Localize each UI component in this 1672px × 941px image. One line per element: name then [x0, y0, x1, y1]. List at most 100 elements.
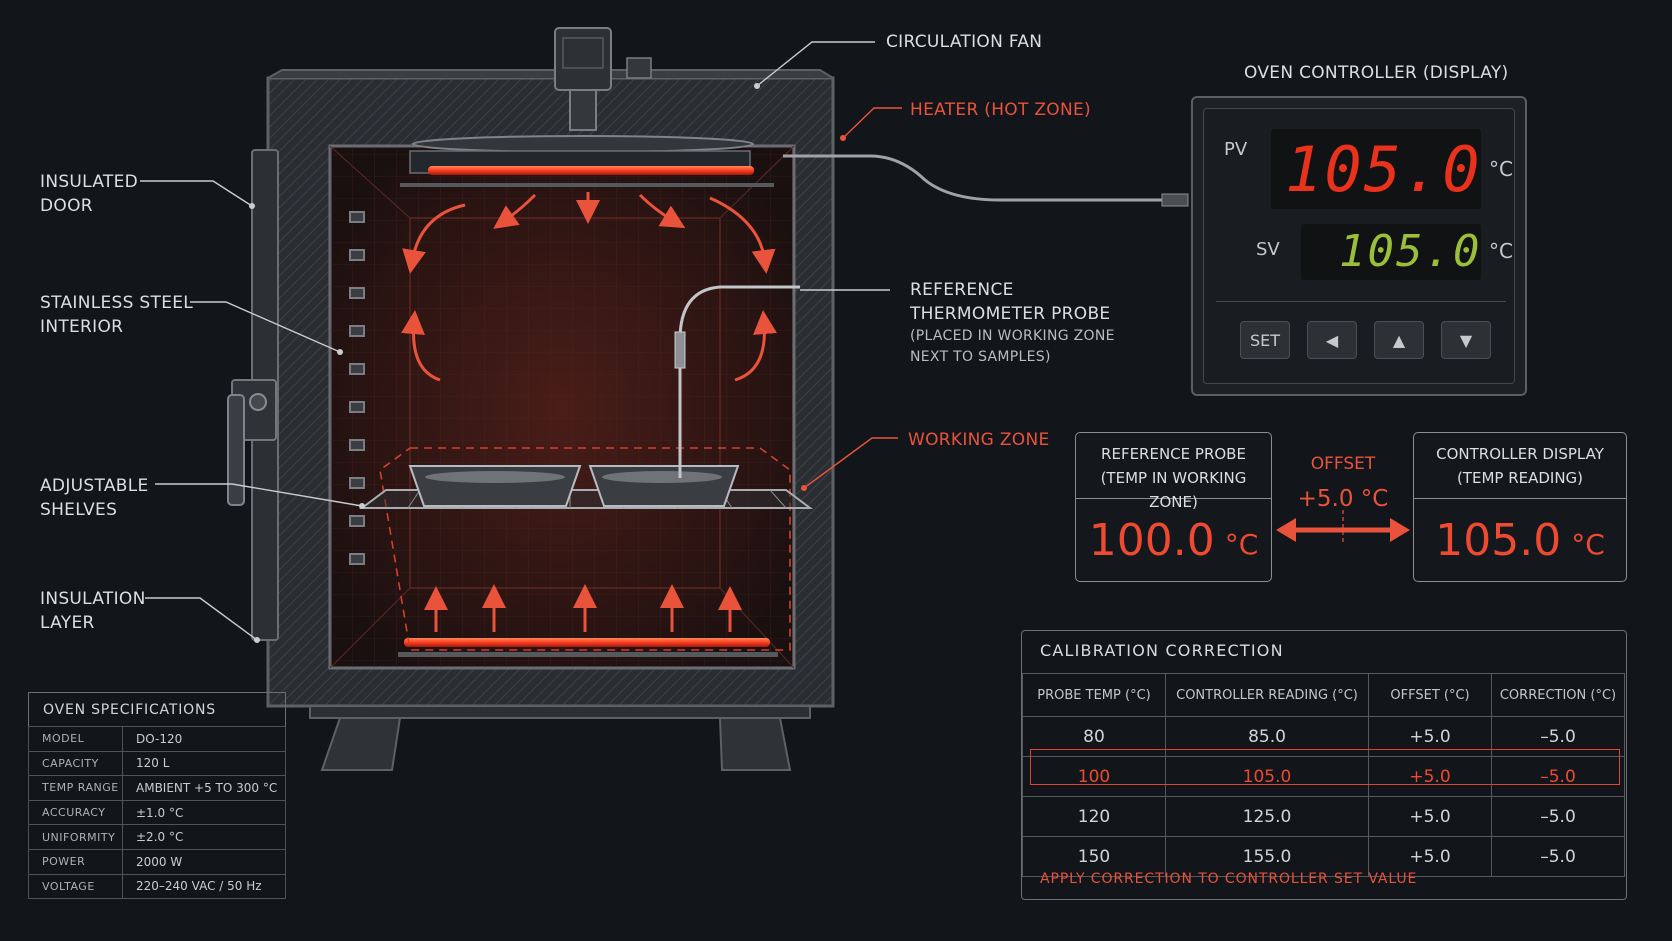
label-line: ADJUSTABLE: [40, 476, 149, 496]
cell: 120: [1022, 796, 1166, 837]
label-adjustable-shelves: ADJUSTABLE SHELVES: [40, 474, 149, 522]
label-line: (PLACED IN WORKING ZONE: [910, 328, 1115, 344]
label-line: DOOR: [40, 196, 93, 216]
cell: 155.0: [1165, 836, 1369, 877]
spec-key: TEMP RANGE: [28, 775, 123, 801]
sv-label: SV: [1256, 239, 1280, 260]
reference-probe-box: REFERENCE PROBE (TEMP IN WORKING ZONE) 1…: [1075, 432, 1272, 582]
calibration-table: PROBE TEMP (°C) CONTROLLER READING (°C) …: [1022, 673, 1625, 877]
spec-value: ±1.0 °C: [122, 799, 286, 826]
label-insulated-door: INSULATED DOOR: [40, 170, 138, 218]
spec-key: UNIFORMITY: [28, 824, 123, 850]
label-line: INTERIOR: [40, 317, 124, 337]
cell: +5.0: [1368, 716, 1492, 757]
cell: +5.0: [1368, 796, 1492, 837]
reference-probe-value: 100.0 °C: [1076, 499, 1271, 581]
sv-display: 105.0: [1301, 224, 1481, 280]
controller-faceplate: PV 105.0 °C SV 105.0 °C SET ◀ ▲ ▼: [1203, 108, 1515, 384]
spec-key: MODEL: [28, 726, 123, 752]
label-line: INSULATION: [40, 589, 146, 609]
label-line: SHELVES: [40, 500, 118, 520]
head-line: (TEMP IN WORKING ZONE): [1100, 469, 1247, 511]
cell: –5.0: [1491, 756, 1625, 797]
calibration-title: CALIBRATION CORRECTION: [1040, 641, 1284, 660]
value-unit: °C: [1571, 527, 1605, 561]
cell: 105.0: [1165, 756, 1369, 797]
cell: 80: [1022, 716, 1166, 757]
spec-value: ±2.0 °C: [122, 824, 286, 850]
up-arrow-button[interactable]: ▲: [1374, 321, 1424, 359]
label-line: THERMOMETER PROBE: [910, 304, 1111, 324]
cell: 85.0: [1165, 716, 1369, 757]
label-line: REFERENCE: [910, 280, 1014, 300]
head-line: REFERENCE PROBE: [1101, 445, 1246, 463]
offset-value: +5.0 °C: [1297, 486, 1389, 512]
sv-value: 105.0: [1339, 226, 1482, 277]
cell: 150: [1022, 836, 1166, 877]
col-header: PROBE TEMP (°C): [1022, 673, 1166, 717]
pv-unit: °C: [1489, 157, 1513, 181]
label-insulation-layer: INSULATION LAYER: [40, 587, 146, 635]
spec-value: 2000 W: [122, 848, 286, 875]
pv-display: 105.0: [1271, 129, 1481, 209]
calibration-panel: CALIBRATION CORRECTION PROBE TEMP (°C) C…: [1021, 630, 1627, 900]
highlight-row-outline: [1030, 749, 1620, 785]
label-line: LAYER: [40, 613, 95, 633]
spec-key: ACCURACY: [28, 799, 123, 826]
value-number: 100.0: [1088, 514, 1215, 566]
label-heater: HEATER (HOT ZONE): [910, 100, 1091, 120]
pv-label: PV: [1224, 139, 1248, 160]
label-reference-probe: REFERENCE THERMOMETER PROBE: [910, 278, 1110, 326]
spec-key: POWER: [28, 848, 123, 875]
sv-unit: °C: [1489, 239, 1513, 263]
spec-value: 220–240 VAC / 50 Hz: [122, 873, 286, 900]
offset-label: OFFSET: [1310, 454, 1376, 474]
value-unit: °C: [1224, 527, 1259, 561]
label-working-zone: WORKING ZONE: [908, 430, 1050, 450]
label-line: STAINLESS STEEL: [40, 293, 194, 313]
controller-title: OVEN CONTROLLER (DISPLAY): [1244, 63, 1509, 83]
cell: +5.0: [1368, 836, 1492, 877]
specs-title: OVEN SPECIFICATIONS: [28, 692, 286, 726]
col-header: CONTROLLER READING (°C): [1165, 673, 1369, 717]
label-stainless-interior: STAINLESS STEEL INTERIOR: [40, 291, 193, 339]
down-arrow-button[interactable]: ▼: [1441, 321, 1491, 359]
table-row: ACCURACY±1.0 °C: [28, 799, 286, 826]
col-header: CORRECTION (°C): [1491, 673, 1625, 717]
spec-value: 120 L: [122, 750, 286, 777]
cell: –5.0: [1491, 836, 1625, 877]
table-row: UNIFORMITY±2.0 °C: [28, 824, 286, 850]
spec-value: DO-120: [122, 726, 286, 752]
spec-key: VOLTAGE: [28, 873, 123, 900]
calibration-note: APPLY CORRECTION TO CONTROLLER SET VALUE: [1040, 871, 1418, 887]
reference-probe-head: REFERENCE PROBE (TEMP IN WORKING ZONE): [1076, 433, 1271, 511]
spec-key: CAPACITY: [28, 750, 123, 777]
cell: –5.0: [1491, 796, 1625, 837]
offset-double-arrow-icon: [1276, 510, 1410, 544]
value-number: 105.0: [1435, 514, 1562, 566]
oven-controller: PV 105.0 °C SV 105.0 °C SET ◀ ▲ ▼: [1191, 96, 1527, 396]
table-header-row: PROBE TEMP (°C) CONTROLLER READING (°C) …: [1022, 673, 1625, 717]
head-line: CONTROLLER DISPLAY: [1436, 445, 1604, 463]
label-line: INSULATED: [40, 172, 139, 192]
set-button[interactable]: SET: [1240, 321, 1290, 359]
head-line: (TEMP READING): [1456, 469, 1584, 487]
label-line: NEXT TO SAMPLES): [910, 349, 1051, 365]
left-arrow-button[interactable]: ◀: [1307, 321, 1357, 359]
divider: [1216, 301, 1506, 302]
spec-value: AMBIENT +5 TO 300 °C: [122, 775, 286, 801]
pv-value: 105.0: [1285, 133, 1482, 206]
label-circulation-fan: CIRCULATION FAN: [886, 32, 1043, 52]
label-reference-probe-note: (PLACED IN WORKING ZONE NEXT TO SAMPLES): [910, 326, 1115, 368]
